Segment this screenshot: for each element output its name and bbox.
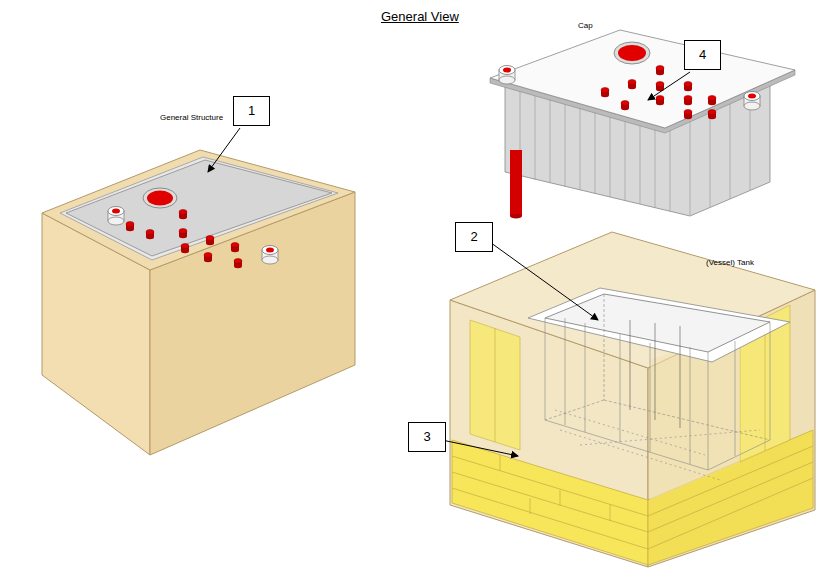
part-name: General Structure <box>160 113 223 122</box>
callout-number: 3 <box>408 422 446 452</box>
general-structure <box>42 150 355 455</box>
callout-number: 4 <box>684 40 721 70</box>
leader-arrows <box>208 72 690 456</box>
vessel-tank <box>450 232 815 567</box>
cap <box>490 30 795 219</box>
callout-number: 1 <box>233 96 270 126</box>
callout-number: 2 <box>455 222 493 252</box>
part-name: (Vessel) Tank <box>706 258 754 267</box>
part-name: Cap <box>578 21 593 30</box>
diagram-title: General View <box>381 10 459 25</box>
